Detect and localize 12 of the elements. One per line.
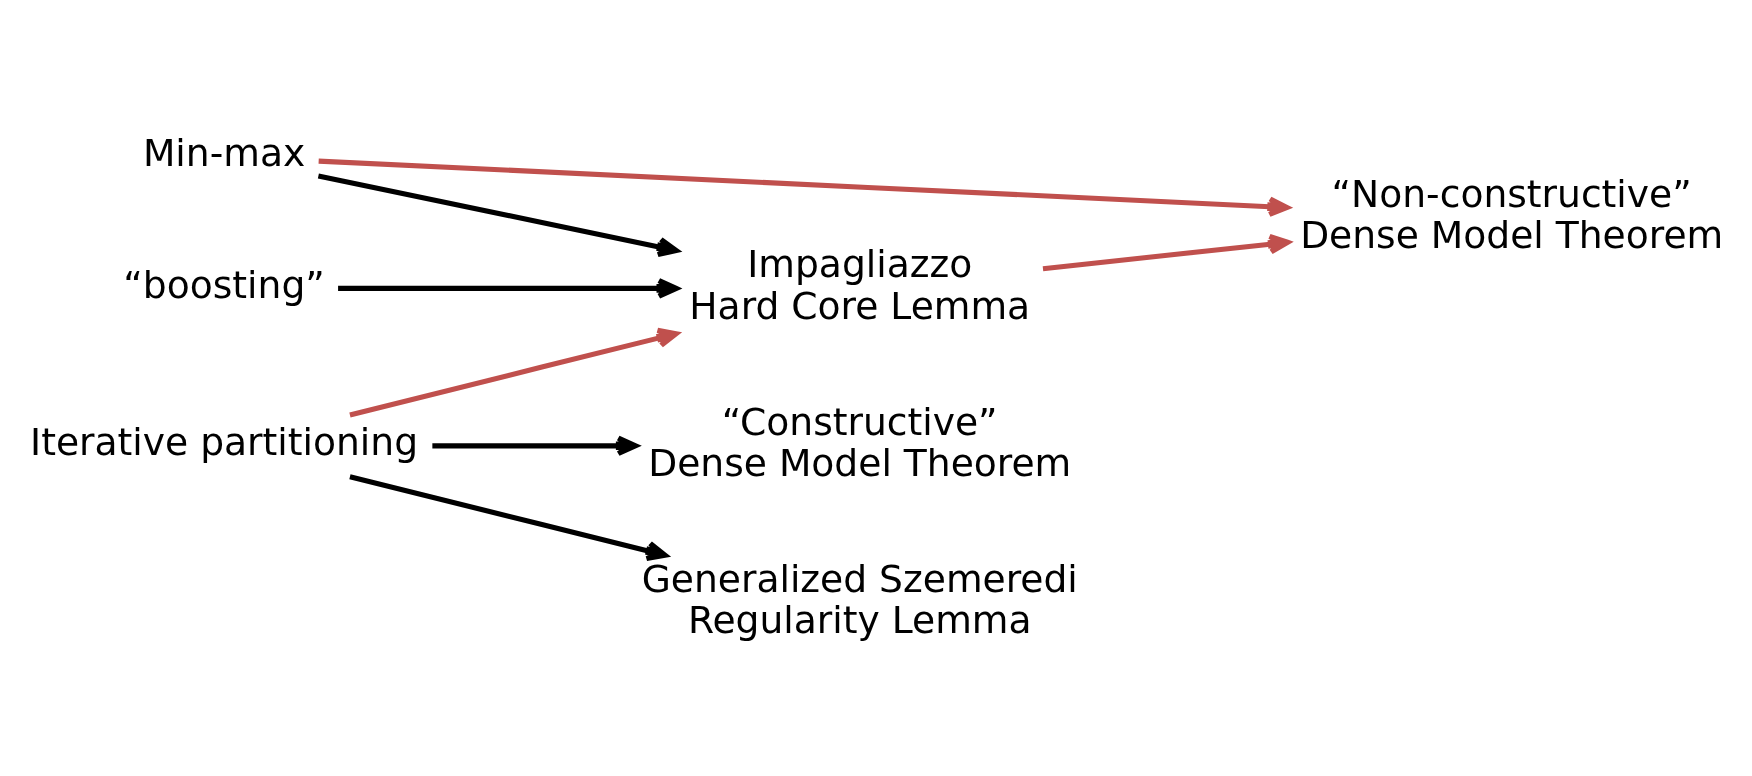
node-text: Min-max [142,130,306,175]
node-text: “Non-constructive” Dense Model Theorem [1300,171,1724,257]
arrow [432,435,639,456]
node-text: Impagliazzo Hard Core Lemma [689,241,1031,328]
arrow [318,158,1290,217]
node-text: “Constructive” Dense Model Theorem [648,399,1072,485]
node-text: “boosting” [123,262,325,307]
arrow [349,327,679,417]
node-text: Iterative partitioning [30,419,419,464]
arrow [349,473,668,561]
arrow [1042,233,1291,271]
node-text: Generalized Szemeredi Regularity Lemma [641,556,1078,642]
